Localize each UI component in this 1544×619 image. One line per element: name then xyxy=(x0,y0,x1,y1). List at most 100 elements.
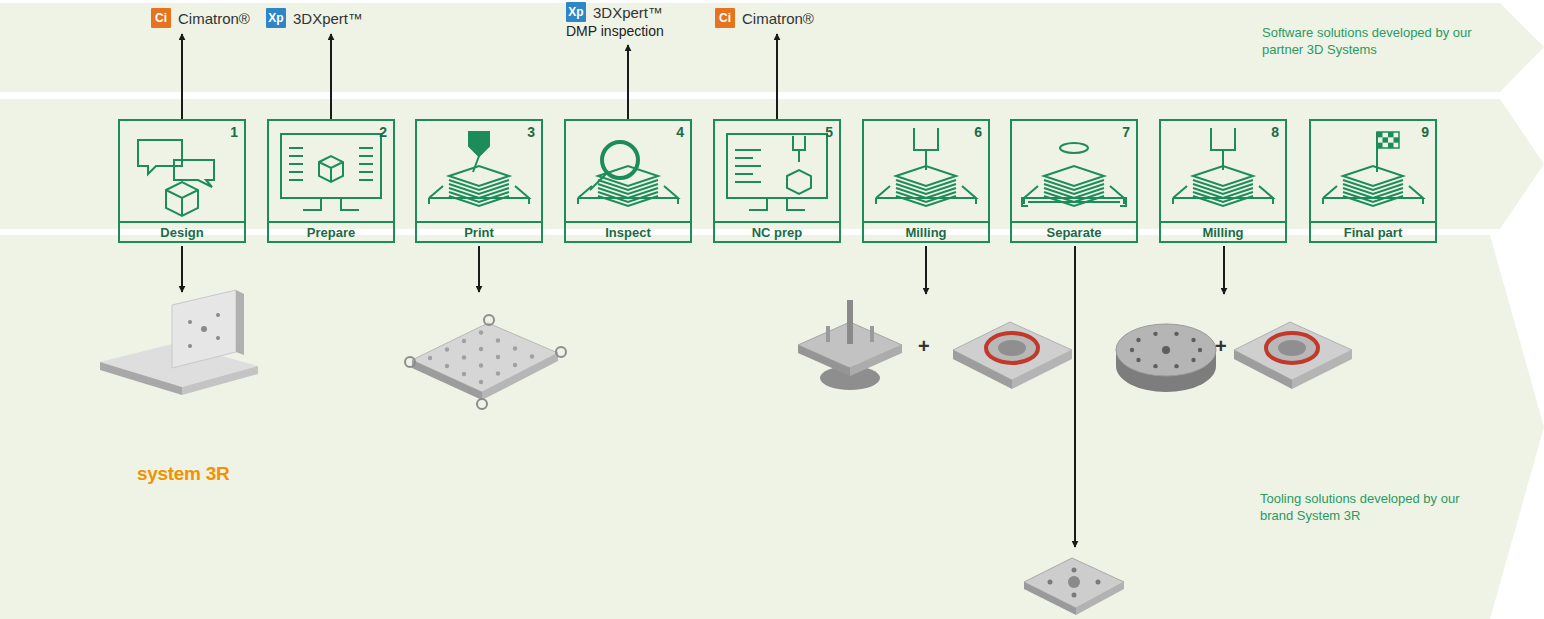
tooling-band xyxy=(0,235,1544,619)
disc-hole xyxy=(1174,332,1178,336)
plate-hole xyxy=(479,330,483,334)
plate-hole xyxy=(496,355,500,359)
icon-stroke xyxy=(1383,137,1389,142)
icon-stroke xyxy=(793,136,805,162)
icon-stroke xyxy=(469,132,489,156)
logo-badge: Ci xyxy=(715,8,735,28)
process-step: 4Inspect xyxy=(564,119,692,243)
icon-stroke xyxy=(1024,198,1124,204)
icon-stroke xyxy=(1388,132,1394,137)
step-number: 8 xyxy=(1271,124,1279,140)
icon-stroke xyxy=(473,156,479,172)
product-name: 3DXpert™ xyxy=(293,10,363,27)
logo-badge: Xp xyxy=(266,8,286,28)
plate-hole xyxy=(496,338,500,342)
icon-stroke xyxy=(1173,198,1273,204)
leader-line xyxy=(181,246,183,292)
icon-stroke xyxy=(319,156,343,182)
software-band: Software solutions developed by our part… xyxy=(0,3,1544,92)
step-label: Separate xyxy=(1012,221,1136,241)
flow-arrow xyxy=(330,34,332,119)
plate-hole xyxy=(462,339,466,343)
icon-stroke xyxy=(289,147,373,149)
icon-stroke xyxy=(735,173,753,175)
plate-hole xyxy=(496,371,500,375)
process-step: 6Milling xyxy=(862,119,990,243)
plate-hole xyxy=(428,356,432,360)
plate-hole xyxy=(479,380,483,384)
step-label: Inspect xyxy=(566,221,690,241)
disc-hole xyxy=(1136,338,1140,342)
disc-hole xyxy=(1191,358,1195,362)
icon-stroke xyxy=(1024,186,1124,198)
icon-stroke xyxy=(449,188,509,198)
disc-hole xyxy=(1191,338,1195,342)
icon-stroke xyxy=(896,188,956,198)
disc-hole xyxy=(1153,364,1157,368)
product-name: Cimatron® xyxy=(178,10,250,27)
icon-stroke xyxy=(598,180,658,190)
plus-sign: + xyxy=(918,336,930,356)
disc-hole xyxy=(1198,348,1202,352)
software-logo: CiCimatron® xyxy=(712,6,817,34)
disc-hole xyxy=(1153,332,1157,336)
plate-hole xyxy=(530,354,534,358)
step-label: Final part xyxy=(1311,221,1435,241)
icon-stroke xyxy=(429,198,529,204)
icon-stroke xyxy=(303,198,359,210)
plate-hole xyxy=(479,347,483,351)
icon-stroke xyxy=(578,186,678,198)
step-label: Design xyxy=(120,221,244,241)
step-number: 5 xyxy=(825,124,833,140)
icon-stroke xyxy=(1044,184,1104,194)
disc-hole xyxy=(1174,364,1178,368)
icon-stroke xyxy=(598,188,658,198)
process-step: 5NC prep xyxy=(713,119,841,243)
icon-stroke xyxy=(578,198,678,204)
icon-stroke xyxy=(1377,143,1383,148)
icon-stroke xyxy=(1211,128,1235,150)
leader-line xyxy=(478,246,480,292)
icon-stroke xyxy=(598,184,658,194)
process-step: 2Prepare xyxy=(267,119,395,243)
build-plate xyxy=(405,315,566,409)
icon-stroke xyxy=(1377,132,1383,137)
band-caption: Tooling solutions developed by our brand… xyxy=(1260,490,1470,524)
step-label: Prepare xyxy=(269,221,393,241)
icon-stroke xyxy=(166,182,198,216)
icon-stroke xyxy=(1060,143,1088,153)
tooling-band: system 3R Tooling solutions developed by … xyxy=(0,235,1544,619)
process-step: 3Print xyxy=(415,119,543,243)
icon-stroke xyxy=(449,184,509,194)
icon-stroke xyxy=(876,186,976,198)
chuck xyxy=(1234,322,1352,389)
plate-hole xyxy=(445,347,449,351)
plate-hole xyxy=(462,355,466,359)
icon-stroke xyxy=(281,134,381,198)
flow-arrow xyxy=(627,45,629,119)
plate-hole xyxy=(513,363,517,367)
software-band xyxy=(0,3,1544,92)
icon-stroke xyxy=(1343,184,1403,194)
leader-lines xyxy=(182,246,1224,547)
icon-stroke xyxy=(1173,186,1273,198)
brand-logo: system 3R xyxy=(137,463,229,485)
icon-stroke xyxy=(449,180,509,190)
chuck xyxy=(953,322,1072,389)
flow-arrow xyxy=(181,34,183,119)
icon-stroke xyxy=(876,198,976,204)
step-icons xyxy=(138,128,1423,216)
icon-stroke xyxy=(1343,180,1403,190)
icon-stroke xyxy=(735,157,753,159)
step-number: 1 xyxy=(230,124,238,140)
software-logo: Xp 3DXpert™ xyxy=(263,6,366,34)
icon-stroke xyxy=(749,198,805,210)
step-label: Milling xyxy=(864,221,988,241)
step-number: 6 xyxy=(974,124,982,140)
icon-stroke xyxy=(1193,180,1253,190)
icon-stroke xyxy=(735,181,761,183)
disc-hole xyxy=(1136,358,1140,362)
icon-stroke xyxy=(735,149,761,151)
